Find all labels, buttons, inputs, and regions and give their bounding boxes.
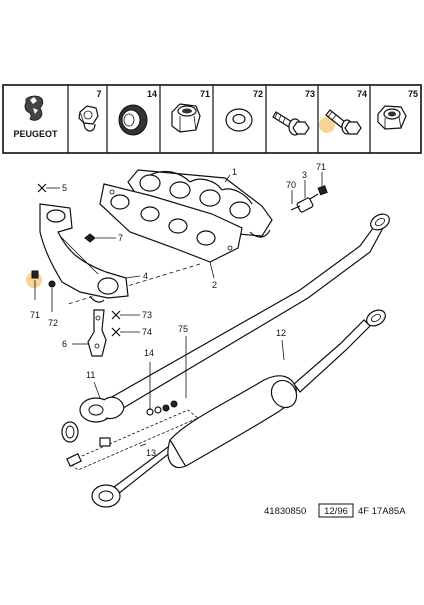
callout-5: 5	[62, 183, 67, 193]
exhaust-manifold	[127, 169, 273, 238]
washer-icon	[225, 108, 253, 132]
callout-73: 73	[142, 310, 152, 320]
brand-name: PEUGEOT	[13, 129, 58, 139]
callout-6: 6	[62, 339, 67, 349]
callout-4: 4	[143, 271, 148, 281]
callout-75: 75	[178, 324, 188, 334]
callout-7: 7	[118, 233, 123, 243]
callout-1: 1	[232, 167, 237, 177]
footer-ref-number: 41830850	[264, 506, 306, 517]
lion-icon	[24, 95, 44, 121]
callout-71-left: 71	[30, 310, 40, 320]
brand-logo: PEUGEOT	[13, 95, 58, 139]
legend-ref-71: 71	[200, 89, 210, 99]
nut-cap-icon	[78, 105, 99, 132]
sealing-ring-icon	[118, 104, 148, 136]
stud-and-nut	[290, 185, 328, 213]
support-bracket	[87, 309, 107, 357]
footer-code: 4F 17A85A	[358, 506, 406, 517]
lock-nut-icon	[377, 105, 407, 130]
legend-ref-74: 74	[357, 89, 367, 99]
rear-silencer-assembly	[91, 309, 386, 508]
legend-ref-73: 73	[305, 89, 315, 99]
footer-date: 12/96	[324, 506, 348, 517]
callout-2: 2	[212, 280, 217, 290]
callout-70: 70	[286, 180, 296, 190]
drawing-footer: 41830850 12/96 4F 17A85A	[264, 503, 406, 518]
exhaust-downpipe	[39, 203, 129, 303]
callout-3: 3	[302, 170, 307, 180]
callout-13: 13	[146, 448, 156, 458]
callout-12: 12	[276, 328, 286, 338]
parts-legend: PEUGEOT 7 14 71 72 73 74 75	[2, 84, 422, 154]
callout-71-right: 71	[316, 162, 326, 172]
date-box	[318, 503, 354, 518]
shoulder-bolt-icon	[319, 109, 362, 135]
legend-ref-72: 72	[253, 89, 263, 99]
legend-frame	[2, 84, 422, 154]
flange-screw-icon	[272, 111, 310, 136]
legend-ref-14: 14	[147, 89, 157, 99]
legend-ref-75: 75	[408, 89, 418, 99]
callout-72: 72	[48, 318, 58, 328]
stud-marker-71	[31, 270, 39, 279]
legend-ref-7: 7	[96, 89, 101, 99]
washer-marker-72	[48, 280, 56, 288]
highlight-marker	[319, 117, 335, 133]
intermediate-pipe	[79, 213, 390, 423]
nut-marker-7	[84, 233, 96, 243]
hex-nut-icon	[171, 103, 201, 133]
callout-11: 11	[86, 370, 95, 380]
manifold-gasket	[99, 183, 243, 263]
callout-14: 14	[144, 348, 154, 358]
clamp-kit	[61, 400, 199, 471]
callout-74: 74	[142, 327, 152, 337]
